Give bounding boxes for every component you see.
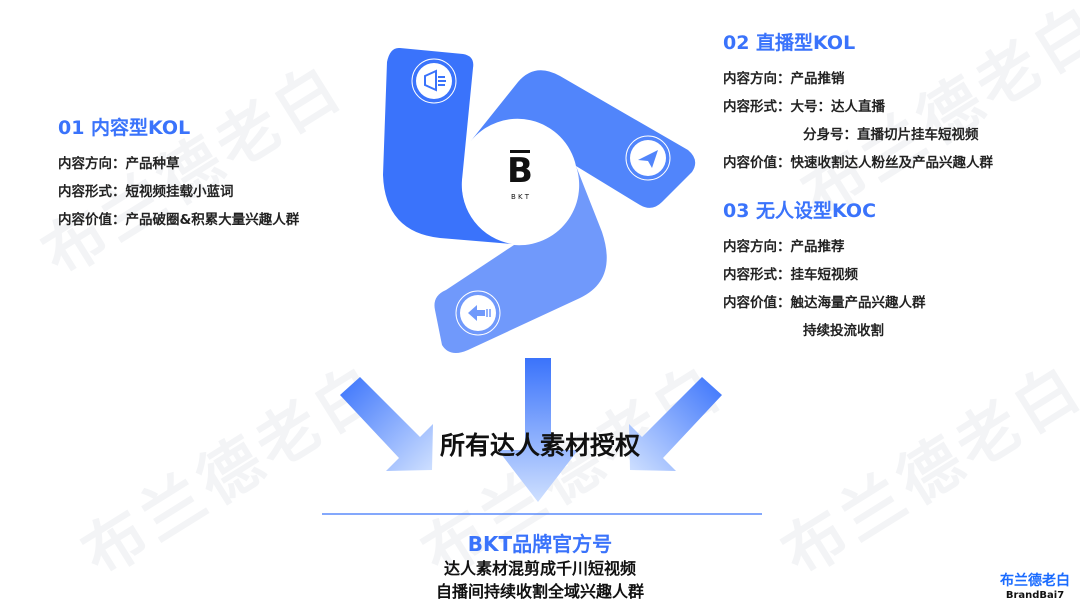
brand-mark: 布兰德老白 BrandBai7 — [1000, 570, 1070, 601]
arrow-down-left — [629, 377, 722, 471]
block-title: 01 内容型KOL — [58, 117, 191, 139]
block-line: 内容方向：产品种草 — [58, 156, 180, 172]
block-line: 内容形式：挂车短视频 — [723, 267, 858, 283]
official-line-2: 自播间持续收割全域兴趣人群 — [435, 582, 644, 601]
arrow-left-icon — [455, 290, 501, 336]
live-kol-block: 02 直播型KOL 内容方向：产品推销 内容形式：大号：达人直播 分身号：直播切… — [723, 28, 993, 177]
blade-content-kol — [383, 47, 512, 244]
koc-block: 03 无人设型KOC 内容方向：产品推荐 内容形式：挂车短视频 内容价值：触达海… — [723, 196, 926, 345]
block-title: 02 直播型KOL — [723, 32, 856, 54]
arrow-down — [498, 358, 578, 502]
content-kol-block: 01 内容型KOL 内容方向：产品种草 内容形式：短视频挂载小蓝词 内容价值：产… — [58, 113, 299, 234]
bkt-logo: B B K T — [500, 150, 540, 201]
block-line: 内容价值：产品破圈&积累大量兴趣人群 — [58, 212, 300, 228]
block-line: 分身号：直播切片挂车短视频 — [803, 127, 979, 143]
logo-text: B K T — [510, 193, 530, 201]
block-line: 内容方向：产品推销 — [723, 71, 845, 87]
official-line-1: 达人素材混剪成千川短视频 — [443, 559, 636, 578]
block-line: 内容形式：短视频挂载小蓝词 — [58, 184, 234, 200]
official-account-title: BKT品牌官方号 — [467, 532, 613, 556]
megaphone-icon — [411, 58, 457, 104]
block-line: 内容价值：触达海量产品兴趣人群 — [723, 295, 926, 311]
logo-circle — [462, 127, 578, 243]
block-line: 内容价值：快速收割达人粉丝及产品兴趣人群 — [723, 155, 993, 171]
brand-en: BrandBai7 — [1005, 590, 1065, 601]
block-line: 内容形式：大号：达人直播 — [723, 99, 885, 115]
center-title: 所有达人素材授权 — [439, 431, 640, 460]
paper-plane-icon — [625, 135, 671, 181]
logo-letter: B — [507, 151, 533, 191]
block-line: 内容方向：产品推荐 — [723, 239, 845, 255]
block-line: 持续投流收割 — [803, 323, 884, 339]
block-title: 03 无人设型KOC — [723, 200, 877, 222]
brand-cn: 布兰德老白 — [1000, 573, 1070, 589]
arrow-down-right — [340, 377, 433, 471]
